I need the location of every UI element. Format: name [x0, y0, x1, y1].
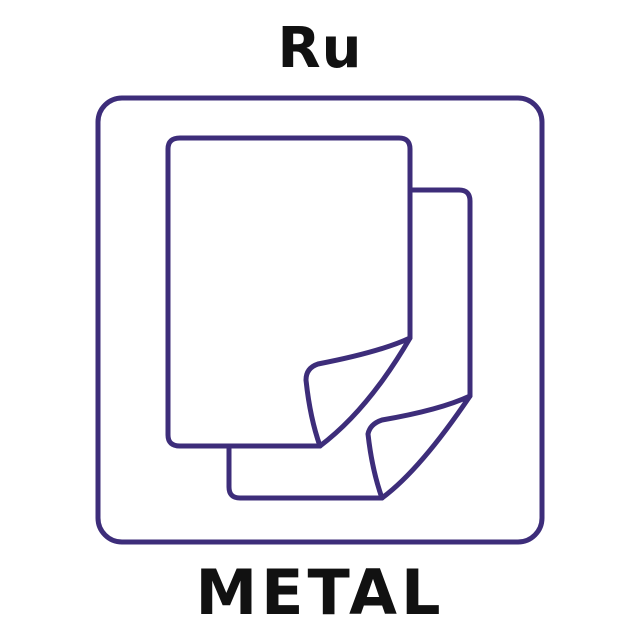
back-sheet-curl-icon: [365, 393, 473, 501]
element-symbol: Ru: [277, 16, 363, 81]
category-label: METAL: [195, 556, 445, 629]
front-sheet-curl-icon: [303, 335, 413, 449]
icon-frame-border: [95, 95, 545, 545]
